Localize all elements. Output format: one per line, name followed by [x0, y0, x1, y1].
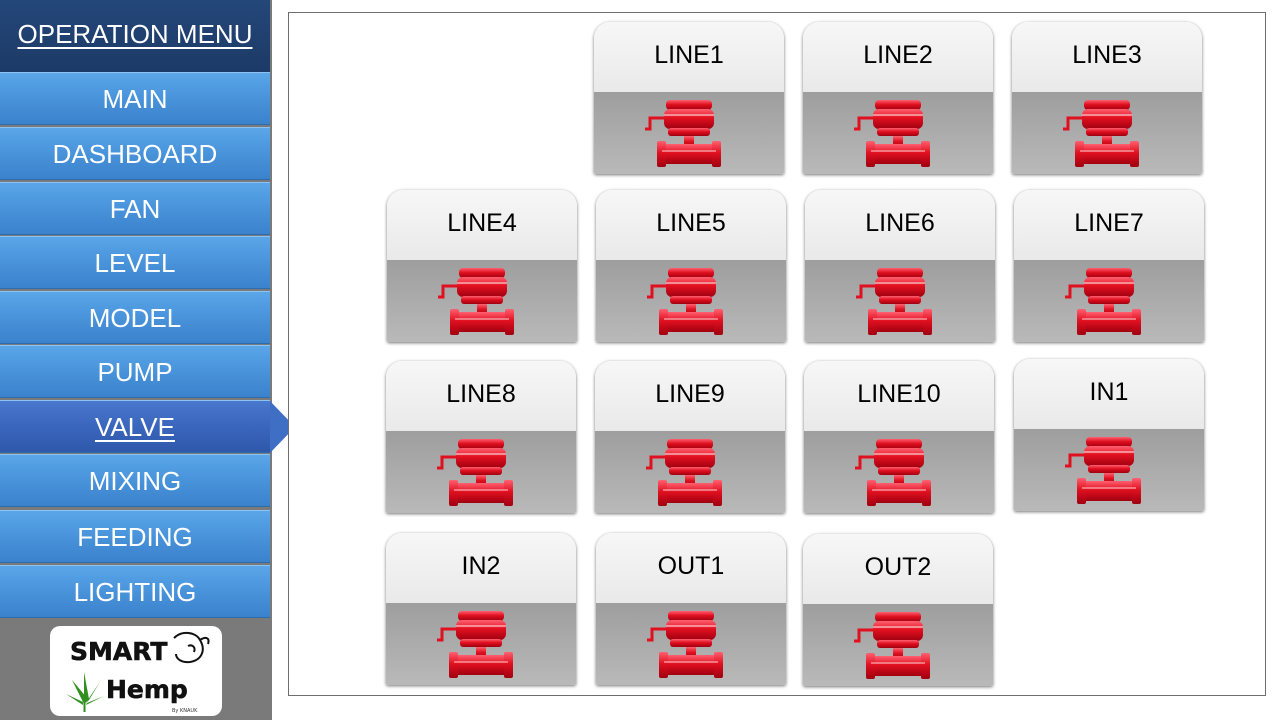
valve-icon — [437, 439, 513, 506]
valve-label: LINE1 — [594, 22, 784, 92]
menu-item-dashboard[interactable]: DASHBOARD — [0, 127, 270, 180]
valve-tile-line1[interactable]: LINE1 — [594, 22, 784, 174]
menu-header: OPERATION MENU — [0, 0, 270, 72]
valve-icon — [854, 612, 930, 679]
valve-icon — [855, 439, 931, 506]
menu-item-lighting[interactable]: LIGHTING — [0, 565, 270, 618]
valve-tile-out1[interactable]: OUT1 — [596, 533, 786, 685]
valve-tile-line3[interactable]: LINE3 — [1012, 22, 1202, 174]
valve-label: LINE7 — [1014, 190, 1204, 260]
valve-label: OUT2 — [803, 534, 993, 604]
valve-icon — [856, 268, 932, 335]
valve-tile-line6[interactable]: LINE6 — [805, 190, 995, 342]
valve-label: IN1 — [1014, 359, 1204, 429]
sidebar: OPERATION MENU MAIN DASHBOARD FAN LEVEL … — [0, 0, 295, 720]
valve-icon — [645, 100, 721, 167]
valve-label: LINE6 — [805, 190, 995, 260]
valve-tile-line8[interactable]: LINE8 — [386, 361, 576, 513]
valve-tile-line10[interactable]: LINE10 — [804, 361, 994, 513]
valve-label: LINE4 — [387, 190, 577, 260]
valve-icon — [854, 100, 930, 167]
valve-tile-out2[interactable]: OUT2 — [803, 534, 993, 686]
valve-label: LINE3 — [1012, 22, 1202, 92]
flexed-arm-icon — [173, 632, 210, 664]
menu-item-level[interactable]: LEVEL — [0, 236, 270, 289]
menu-item-pump[interactable]: PUMP — [0, 345, 270, 398]
valve-icon — [647, 611, 723, 678]
menu-item-mixing[interactable]: MIXING — [0, 454, 270, 507]
svg-text:Hemp: Hemp — [106, 675, 188, 704]
valve-tile-line4[interactable]: LINE4 — [387, 190, 577, 342]
svg-text:By KNAUK: By KNAUK — [172, 708, 198, 714]
valve-tile-in2[interactable]: IN2 — [386, 533, 576, 685]
valve-label: LINE8 — [386, 361, 576, 431]
valve-icon — [1065, 437, 1141, 504]
valve-tile-line9[interactable]: LINE9 — [595, 361, 785, 513]
logo-graphic: SMART Hemp By KNAUK — [66, 632, 210, 714]
valve-icon — [1065, 268, 1141, 335]
menu-item-valve[interactable]: VALVE — [0, 400, 295, 453]
valve-tile-line2[interactable]: LINE2 — [803, 22, 993, 174]
valve-icon — [438, 268, 514, 335]
svg-text:SMART: SMART — [70, 637, 167, 666]
valve-label: IN2 — [386, 533, 576, 603]
valve-icon — [437, 611, 513, 678]
hemp-leaf-icon — [66, 672, 104, 712]
valve-icon — [646, 439, 722, 506]
menu-item-model[interactable]: MODEL — [0, 291, 270, 344]
menu-item-fan[interactable]: FAN — [0, 182, 270, 235]
menu-item-feeding[interactable]: FEEDING — [0, 510, 270, 563]
valve-label: OUT1 — [596, 533, 786, 603]
valve-tile-line7[interactable]: LINE7 — [1014, 190, 1204, 342]
valve-icon — [1063, 100, 1139, 167]
valve-tile-line5[interactable]: LINE5 — [596, 190, 786, 342]
smart-hemp-logo: SMART Hemp By KNAUK — [50, 626, 222, 716]
menu-item-main[interactable]: MAIN — [0, 72, 270, 125]
valve-label: LINE2 — [803, 22, 993, 92]
valve-label: LINE9 — [595, 361, 785, 431]
valve-label: LINE10 — [804, 361, 994, 431]
valve-label: LINE5 — [596, 190, 786, 260]
valve-icon — [647, 268, 723, 335]
valve-tile-in1[interactable]: IN1 — [1014, 359, 1204, 511]
